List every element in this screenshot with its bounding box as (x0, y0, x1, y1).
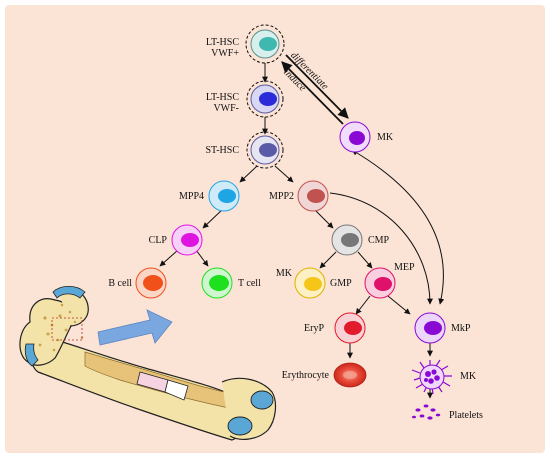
background-panel (5, 5, 545, 453)
gmp-cell-icon (294, 267, 326, 299)
lt-hsc-vwf-plus-cell-icon (245, 24, 285, 64)
gmp-mk-label: MK (275, 268, 292, 279)
clp-label: CLP (148, 235, 167, 246)
mk-top-cell-icon (339, 121, 371, 153)
t-cell-label: T cell (238, 278, 261, 289)
b-cell-icon (135, 267, 167, 299)
cmp-cell-icon (331, 224, 363, 256)
t-cell-icon (201, 267, 233, 299)
clp-cell-icon (171, 224, 203, 256)
eryp-label: EryP (304, 323, 324, 334)
lt-hsc-vwf-minus-label: LT-HSC VWF- (206, 92, 239, 114)
lt-hsc-vwf-plus-label-line2: VWF+ (211, 48, 239, 59)
platelets-icon (412, 404, 441, 420)
lt-hsc-vwf-minus-label-line1: LT-HSC (205, 92, 239, 103)
lt-hsc-vwf-minus-cell-icon (246, 80, 284, 118)
mk-mature-label: MK (460, 371, 477, 382)
mature-megakaryocyte-icon (411, 359, 452, 395)
lt-hsc-vwf-plus-label-line1: LT-HSC (205, 37, 239, 48)
st-hsc-label: ST-HSC (205, 145, 239, 156)
mep-label: MEP (394, 262, 415, 273)
st-hsc-cell-icon (246, 131, 284, 169)
mk-top-label: MK (377, 132, 394, 143)
mpp4-label: MPP4 (178, 191, 204, 202)
platelets-label: Platelets (449, 410, 483, 421)
mpp2-cell-icon (297, 180, 329, 212)
mkp-cell-icon (414, 312, 446, 344)
eryp-cell-icon (334, 312, 366, 344)
cmp-label: CMP (368, 235, 390, 246)
red-blood-cell-icon (333, 362, 367, 388)
lineage-arrows (159, 54, 445, 399)
lt-hsc-vwf-minus-label-line2: VWF- (213, 103, 239, 114)
femur-bone-icon (19, 285, 277, 441)
erythrocyte-label: Erythrocyte (281, 370, 329, 381)
mpp2-label: MPP2 (268, 191, 294, 202)
mep-cell-icon (364, 267, 396, 299)
gmp-label: GMP (330, 278, 352, 289)
mpp4-cell-icon (208, 180, 240, 212)
big-arrow-icon (97, 309, 173, 346)
b-cell-label: B cell (108, 278, 132, 289)
mkp-label: MkP (451, 323, 471, 334)
lt-hsc-vwf-plus-label: LT-HSC VWF+ (206, 37, 239, 59)
